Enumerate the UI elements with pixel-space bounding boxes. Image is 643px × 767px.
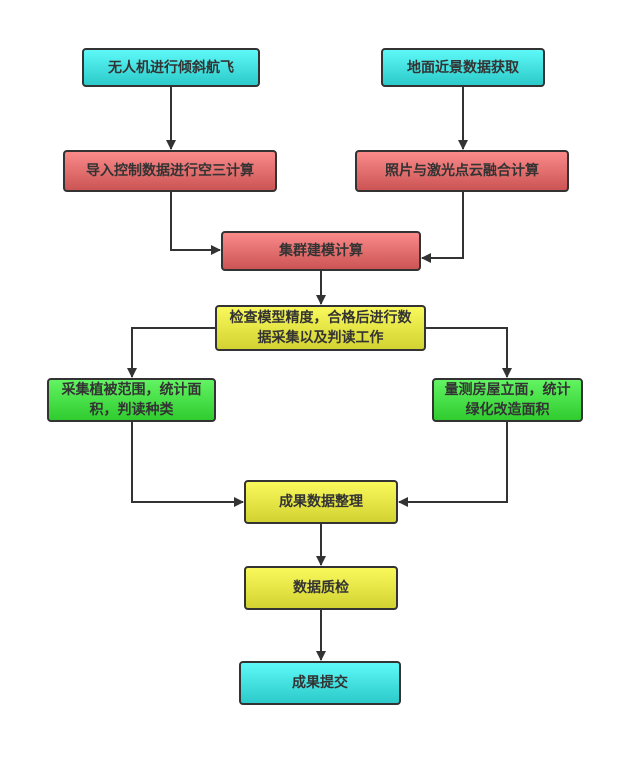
node-uav-flight: 无人机进行倾斜航飞 bbox=[82, 48, 260, 87]
node-organize: 成果数据整理 bbox=[244, 480, 398, 524]
node-submit: 成果提交 bbox=[239, 661, 401, 705]
node-photo-lidar-fusion: 照片与激光点云融合计算 bbox=[355, 150, 569, 192]
arrow-check-to-vegetation bbox=[127, 327, 215, 378]
node-quality-check: 数据质检 bbox=[244, 566, 398, 610]
node-cluster-modeling: 集群建模计算 bbox=[221, 231, 421, 271]
node-vegetation: 采集植被范围，统计面积，判读种类 bbox=[47, 378, 216, 422]
arrow-fusion-to-modeling bbox=[421, 192, 464, 263]
arrow-vegetation-to-organize bbox=[131, 422, 244, 507]
arrow-triangulation-to-modeling bbox=[170, 192, 221, 255]
node-aerial-triangulation: 导入控制数据进行空三计算 bbox=[63, 150, 277, 192]
arrow-facade-to-organize bbox=[398, 422, 508, 507]
node-facade: 量测房屋立面，统计绿化改造面积 bbox=[432, 378, 583, 422]
node-ground-capture: 地面近景数据获取 bbox=[381, 48, 545, 87]
arrow-check-to-facade bbox=[426, 327, 512, 378]
node-check-accuracy: 检查模型精度，合格后进行数据采集以及判读工作 bbox=[215, 305, 426, 351]
